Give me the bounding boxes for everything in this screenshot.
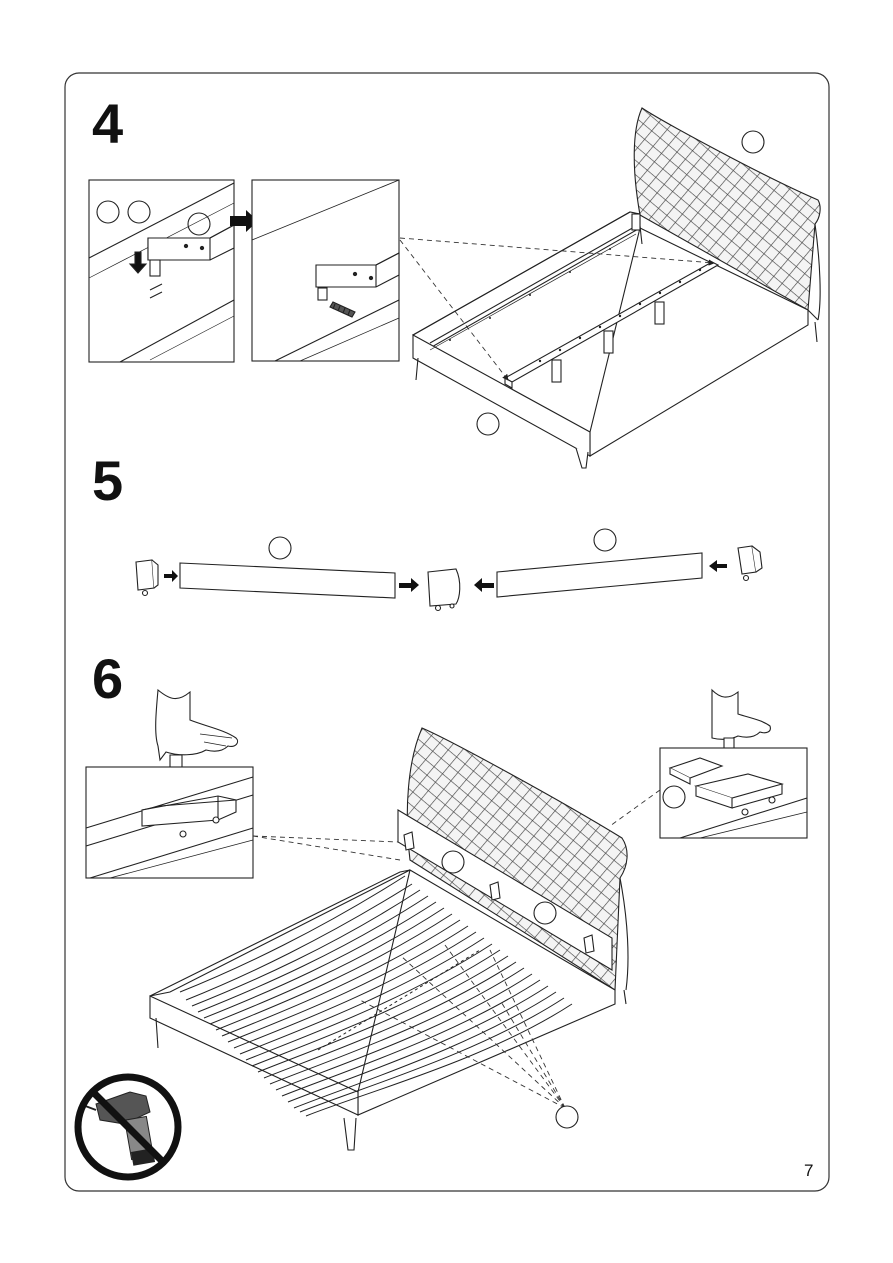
- step-number: 6: [92, 651, 123, 707]
- step4-bed-frame: [413, 108, 820, 468]
- step4-detail-left: [89, 180, 234, 362]
- part-callout: [663, 786, 685, 808]
- no-power-drill-icon: [78, 1077, 178, 1177]
- hand-press-icon: [712, 690, 770, 739]
- arrow-right-icon: [399, 578, 419, 592]
- page-number: 7: [804, 1161, 813, 1181]
- arrow-left-icon: [474, 578, 494, 592]
- part-callout: [477, 413, 499, 435]
- arrow-right-icon: [164, 570, 178, 582]
- step4-detail-right: [252, 180, 399, 361]
- step-number: 4: [92, 96, 123, 152]
- part-callout: [556, 1106, 578, 1128]
- step6-detail-left: [86, 767, 253, 878]
- arrow-left-icon: [709, 560, 727, 572]
- step-number: 5: [92, 453, 123, 509]
- step6-detail-right: [660, 748, 807, 838]
- hand-press-icon: [156, 690, 238, 760]
- part-callout: [534, 902, 556, 924]
- part-callout: [742, 131, 764, 153]
- part-callout: [269, 537, 291, 559]
- part-callout: [442, 851, 464, 873]
- part-callout: [594, 529, 616, 551]
- step5-beam-assembly: [136, 546, 762, 611]
